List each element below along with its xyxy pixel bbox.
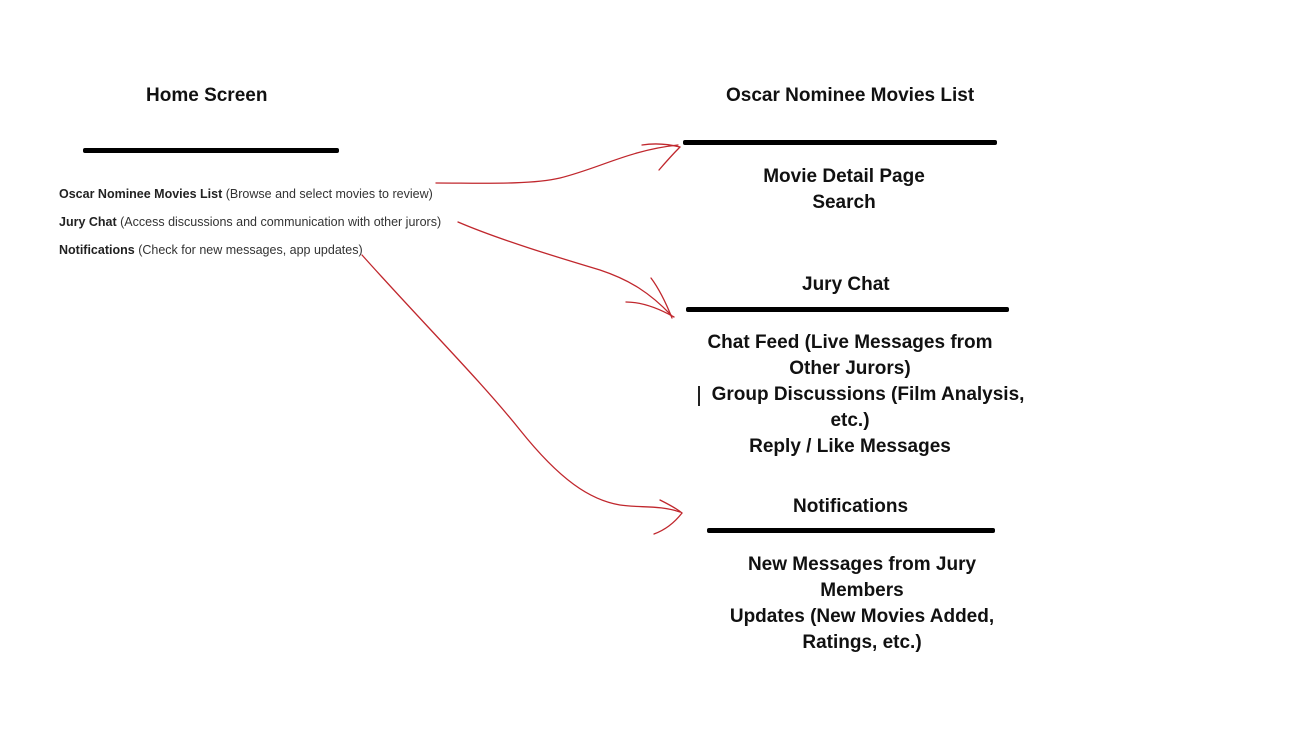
new-messages-item-cont[interactable]: Members <box>820 580 904 601</box>
notifications-title: Notifications <box>793 496 909 517</box>
arrow-to-jury-chat <box>457 221 675 319</box>
home-item-desc: (Access discussions and communication wi… <box>120 215 442 229</box>
search-item[interactable]: Search <box>812 192 876 213</box>
updates-item-cont[interactable]: Ratings, etc.) <box>802 632 922 653</box>
home-item-name: Notifications <box>59 243 135 257</box>
reply-like-messages-item[interactable]: Reply / Like Messages <box>749 436 951 457</box>
group-discussions-item[interactable]: Group Discussions (Film Analysis, <box>711 384 1025 405</box>
new-messages-item[interactable]: New Messages from Jury <box>747 554 977 575</box>
text-cursor <box>698 386 700 406</box>
movies-list-divider <box>683 140 997 145</box>
jury-chat-title: Jury Chat <box>802 274 890 295</box>
home-item-movies-list[interactable]: Oscar Nominee Movies List (Browse and se… <box>59 180 441 208</box>
updates-item[interactable]: Updates (New Movies Added, <box>729 606 995 627</box>
home-item-notifications[interactable]: Notifications (Check for new messages, a… <box>59 236 441 264</box>
arrow-to-movies-list <box>435 143 681 184</box>
arrow-to-notifications <box>361 254 683 535</box>
movies-list-screens: Movie Detail Page Search <box>690 164 998 216</box>
movies-list-title: Oscar Nominee Movies List <box>726 85 975 106</box>
home-screen-menu: Oscar Nominee Movies List (Browse and se… <box>59 180 441 264</box>
home-item-desc: (Browse and select movies to review) <box>225 187 433 201</box>
home-screen-divider <box>83 148 339 153</box>
home-screen-title: Home Screen <box>146 85 268 106</box>
chat-feed-item-cont[interactable]: Other Jurors) <box>789 358 911 379</box>
movie-detail-page-item[interactable]: Movie Detail Page <box>763 166 925 187</box>
home-item-desc: (Check for new messages, app updates) <box>138 243 363 257</box>
notifications-screens: New Messages from Jury Members Updates (… <box>712 552 1012 656</box>
home-item-name: Jury Chat <box>59 215 117 229</box>
notifications-divider <box>707 528 995 533</box>
jury-chat-screens: Chat Feed (Live Messages from Other Juro… <box>700 330 1024 460</box>
group-discussions-item-cont[interactable]: etc.) <box>830 410 870 431</box>
chat-feed-item[interactable]: Chat Feed (Live Messages from <box>707 332 993 353</box>
home-item-jury-chat[interactable]: Jury Chat (Access discussions and commun… <box>59 208 441 236</box>
home-item-name: Oscar Nominee Movies List <box>59 187 223 201</box>
jury-chat-divider <box>686 307 1009 312</box>
